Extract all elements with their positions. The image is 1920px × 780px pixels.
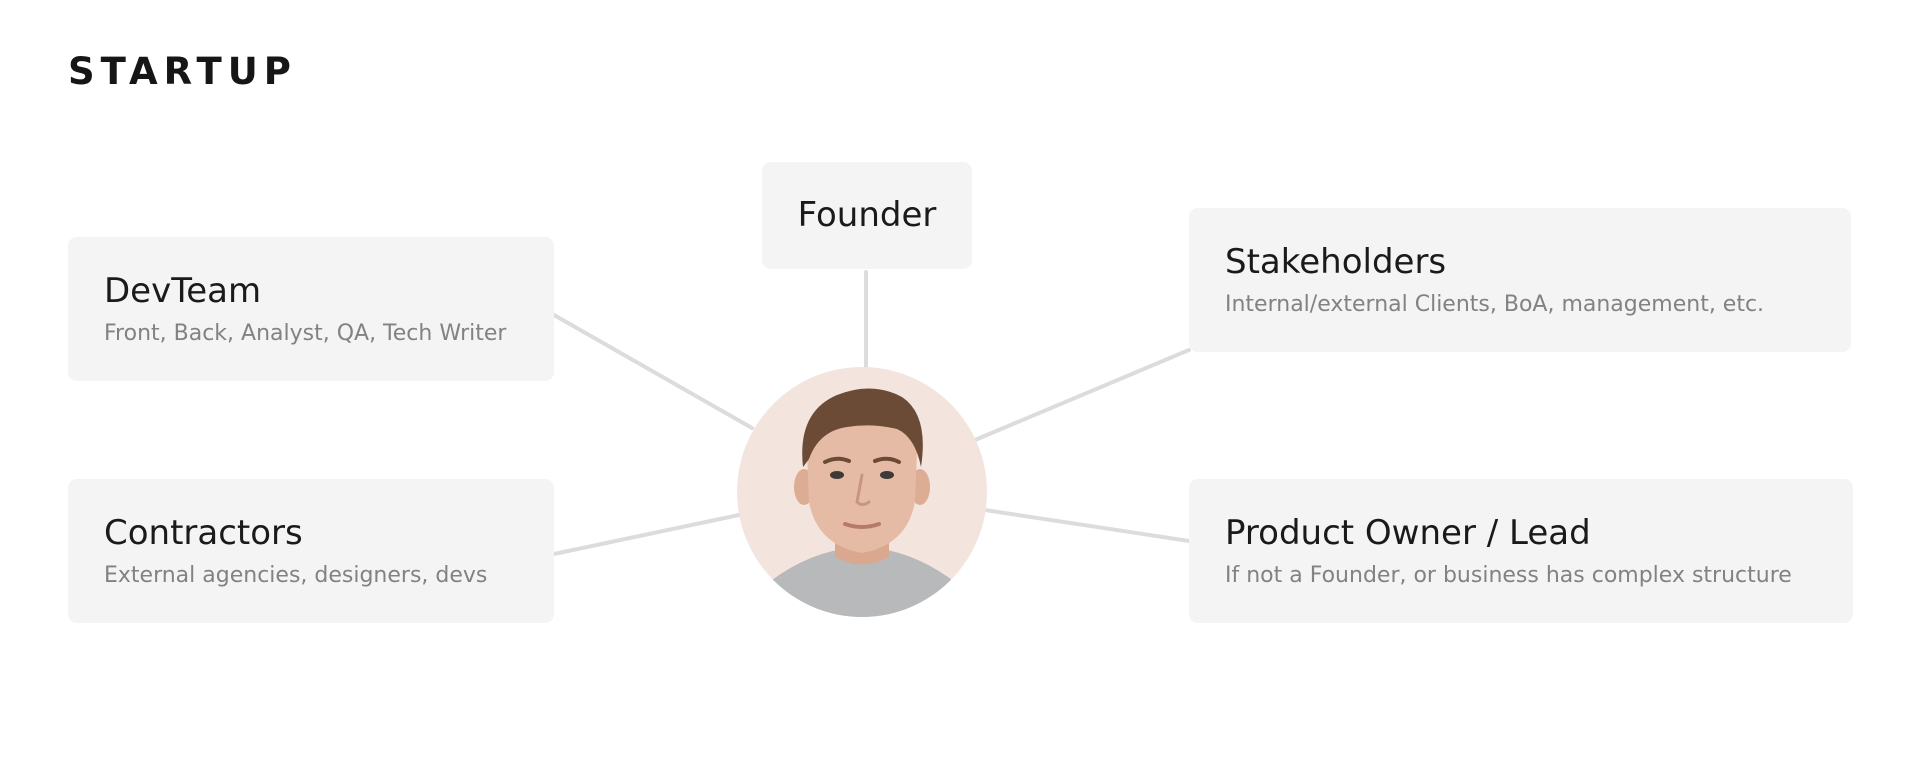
stakeholders-title: Stakeholders bbox=[1225, 242, 1447, 282]
founder-title: Founder bbox=[797, 195, 937, 235]
stakeholders-subtitle: Internal/external Clients, BoA, manageme… bbox=[1225, 292, 1765, 317]
avatar-icon bbox=[737, 367, 987, 617]
devteam-title: DevTeam bbox=[104, 271, 262, 311]
product-owner-subtitle: If not a Founder, or business has comple… bbox=[1225, 563, 1792, 588]
connector-product-owner bbox=[983, 508, 1191, 543]
contractors-card: Contractors External agencies, designers… bbox=[68, 479, 554, 623]
contractors-subtitle: External agencies, designers, devs bbox=[104, 563, 488, 588]
page-title: STARTUP bbox=[68, 50, 297, 93]
stakeholders-card: Stakeholders Internal/external Clients, … bbox=[1189, 208, 1851, 352]
connector-devteam bbox=[552, 313, 754, 430]
avatar-hair bbox=[802, 388, 923, 467]
connector-stakeholders bbox=[973, 348, 1191, 442]
avatar-shirt bbox=[757, 549, 967, 617]
founder-card: Founder bbox=[762, 162, 972, 269]
product-owner-card: Product Owner / Lead If not a Founder, o… bbox=[1189, 479, 1853, 623]
product-owner-title: Product Owner / Lead bbox=[1225, 513, 1591, 553]
connector-contractors bbox=[552, 513, 741, 556]
devteam-subtitle: Front, Back, Analyst, QA, Tech Writer bbox=[104, 321, 507, 346]
avatar-face bbox=[807, 415, 917, 553]
devteam-card: DevTeam Front, Back, Analyst, QA, Tech W… bbox=[68, 237, 554, 381]
contractors-title: Contractors bbox=[104, 513, 303, 553]
